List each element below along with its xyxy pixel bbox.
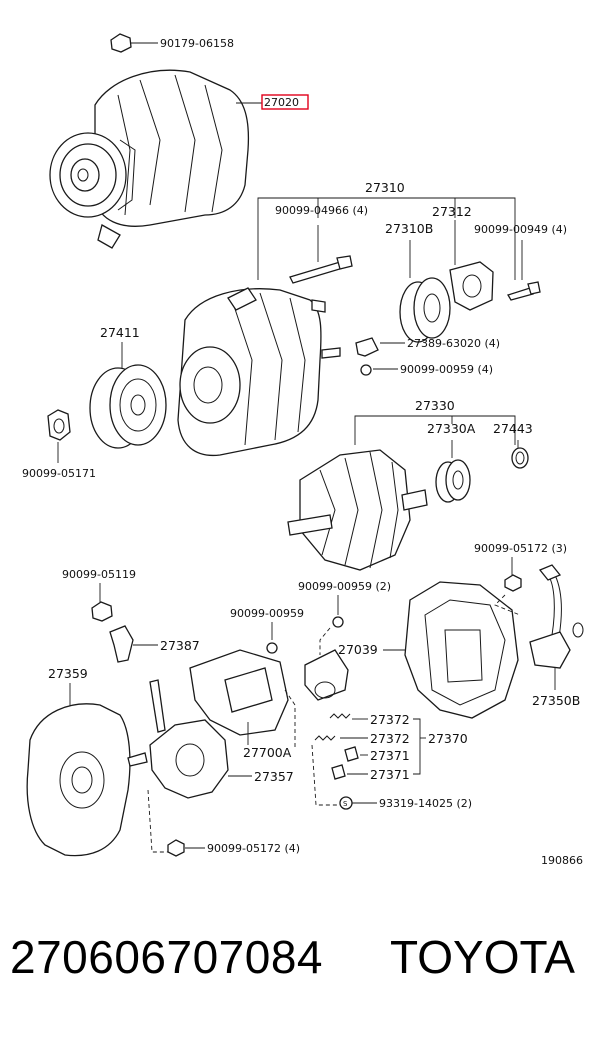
diagram-id: 190866 [541, 854, 583, 867]
label-90179-06158: 90179-06158 [160, 37, 234, 50]
bolt-90099-00949-illustration [507, 240, 541, 301]
rotor-27330-illustration [287, 449, 428, 571]
nut-90099-05172-3-illustration [494, 574, 522, 616]
label-90099-05172-3: 90099-05172 (3) [474, 542, 567, 555]
pulley-27411-illustration [89, 364, 167, 449]
clip-27389-63020-illustration [355, 337, 405, 357]
rear-frame-27359-illustration [26, 703, 148, 857]
label-27387: 27387 [160, 638, 200, 653]
screw-90099-00959-2-illustration [319, 616, 344, 655]
label-90099-05119: 90099-05119 [62, 568, 136, 581]
footer: 270606707084 TOYOTA [0, 930, 600, 1020]
brushes-27371-illustration [331, 746, 368, 780]
label-27350B: 27350B [532, 693, 580, 708]
rear-cover-27039-illustration [404, 581, 519, 719]
label-90099-00959: 90099-00959 [230, 607, 304, 620]
screw-90099-00959-illustration [266, 642, 278, 654]
bearing-27330A-illustration [435, 440, 471, 503]
label-27020: 27020 [264, 96, 299, 109]
brush-holder-illustration [304, 649, 349, 701]
label-27411: 27411 [100, 325, 140, 340]
label-27372-b: 27372 [370, 731, 410, 746]
nut-90099-05119-illustration [91, 601, 113, 622]
label-90099-05171: 90099-05171 [22, 467, 96, 480]
terminal-27350B-illustration [529, 564, 584, 690]
label-27039: 27039 [338, 642, 378, 657]
svg-text:S: S [343, 800, 348, 808]
label-27371-b: 27371 [370, 767, 410, 782]
label-27389-63020: 27389-63020 (4) [407, 337, 500, 350]
alternator-exploded-diagram: 90179-06158 27020 27310 90099-04966 (4) … [22, 33, 584, 867]
part-number: 270606707084 [10, 931, 323, 983]
label-90099-00959-2: 90099-00959 (2) [298, 580, 391, 593]
retainer-plate-27312-illustration [449, 220, 494, 311]
label-27310B: 27310B [385, 221, 433, 236]
label-27357: 27357 [254, 769, 294, 784]
regulator-27700A-illustration [189, 649, 296, 750]
label-27310: 27310 [365, 180, 405, 195]
highlight-box-27020 [261, 94, 309, 110]
label-27371-a: 27371 [370, 748, 410, 763]
nut-90099-05171-illustration [47, 409, 71, 463]
label-90099-05172-4: 90099-05172 (4) [207, 842, 300, 855]
bearing-27310B-illustration [399, 240, 451, 343]
nut-90099-05172-4-illustration [167, 839, 205, 857]
screw-90099-00959-4-illustration [360, 364, 398, 376]
springs-27372-illustration [314, 713, 368, 741]
drive-end-frame-illustration [177, 287, 341, 457]
label-27312: 27312 [432, 204, 472, 219]
label-90099-00949: 90099-00949 (4) [474, 223, 567, 236]
brand-name: TOYOTA [390, 931, 575, 983]
alternator-assembly-illustration [49, 69, 250, 249]
label-27700A: 27700A [243, 745, 292, 760]
label-27359: 27359 [48, 666, 88, 681]
label-90099-04966: 90099-04966 (4) [275, 204, 368, 217]
label-27443: 27443 [493, 421, 533, 436]
bolt-90099-04966-illustration [289, 225, 353, 284]
label-27370: 27370 [428, 731, 468, 746]
label-27372-a: 27372 [370, 712, 410, 727]
insulator-27387-illustration [109, 625, 158, 663]
ring-27443-illustration [511, 440, 529, 469]
label-93319-14025: 93319-14025 (2) [379, 797, 472, 810]
label-27330: 27330 [415, 398, 455, 413]
rectifier-27357-illustration [149, 679, 252, 799]
label-27330A: 27330A [427, 421, 476, 436]
label-90099-00959-4: 90099-00959 (4) [400, 363, 493, 376]
nut-90179-06158-illustration [110, 33, 158, 53]
